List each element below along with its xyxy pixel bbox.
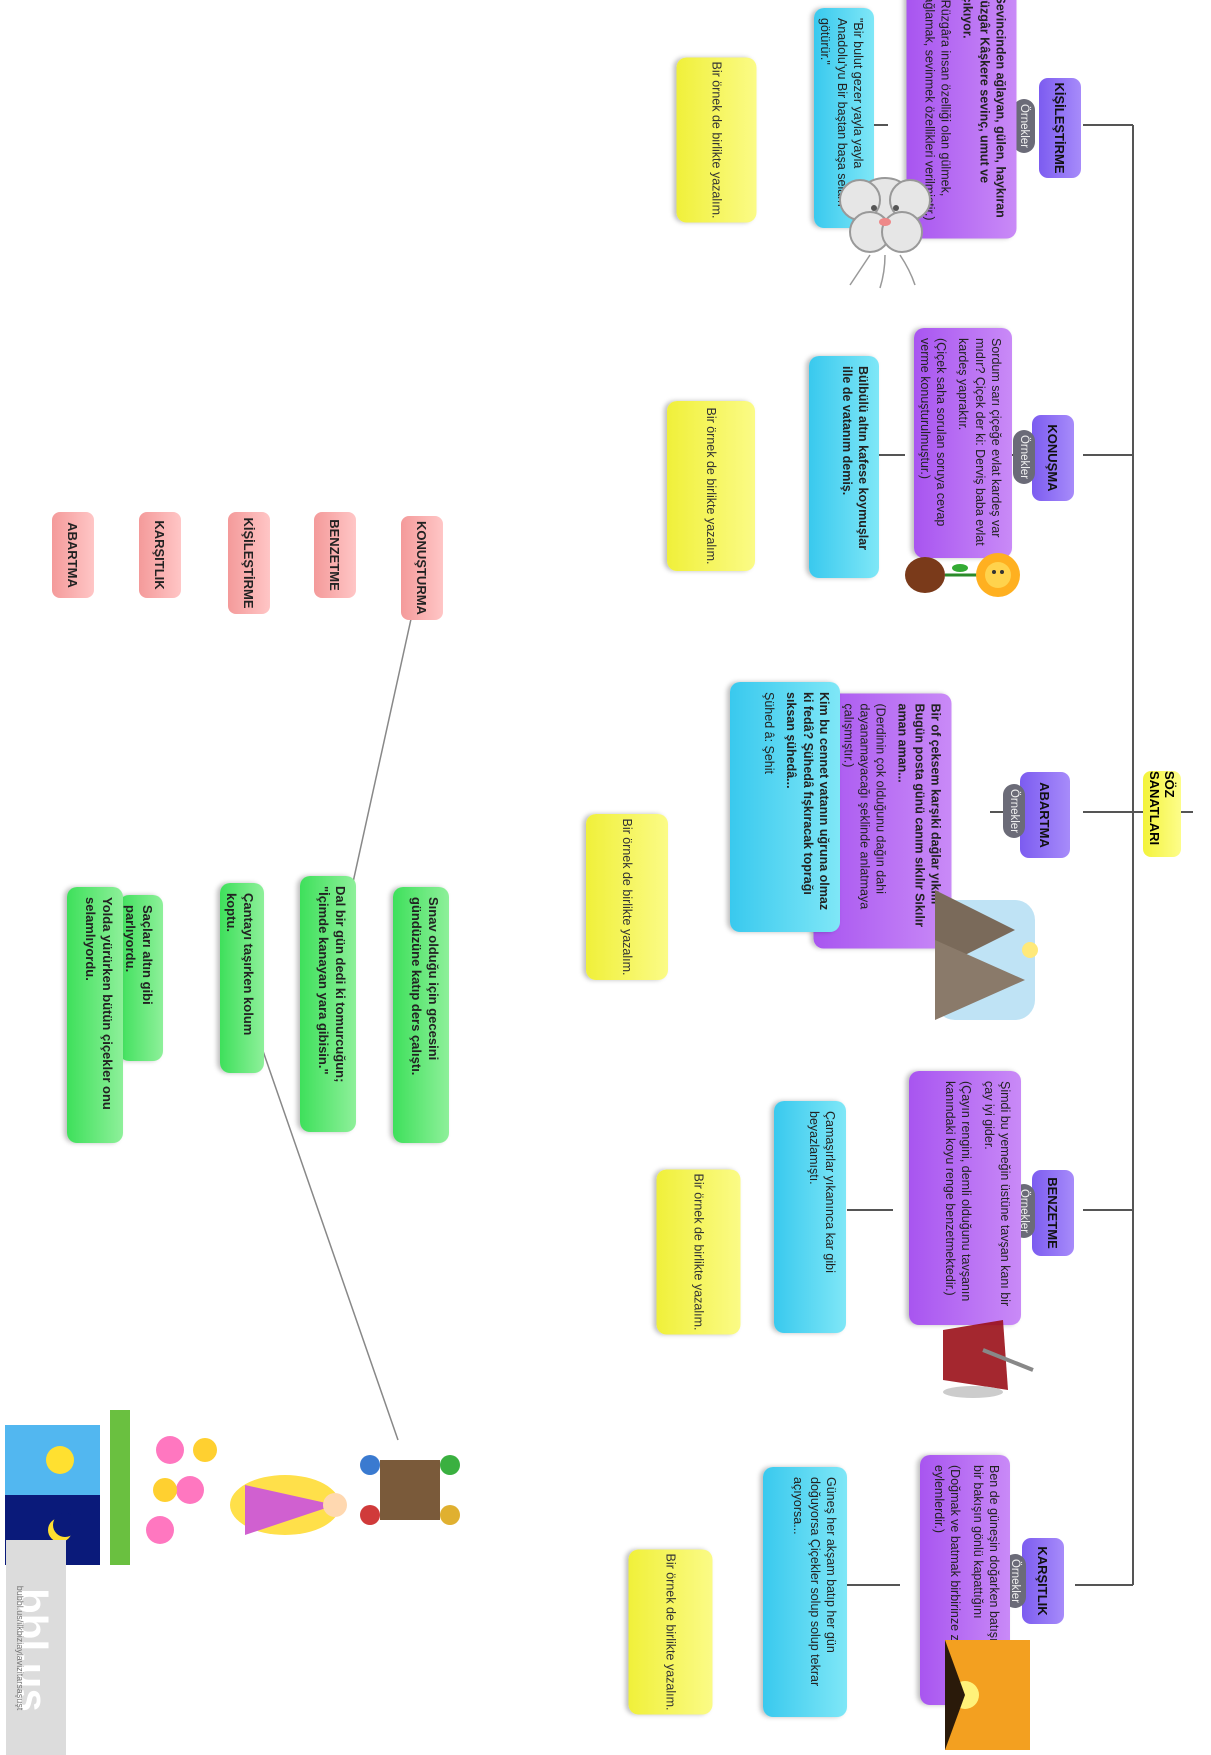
category-benzetme[interactable]: BENZETME <box>1032 1170 1074 1256</box>
sentence-card[interactable]: Çantayı taşırken kolum koptu. <box>220 883 264 1073</box>
example-text: Sordum sarı çiçeğe evlat kardeş var mıdı… <box>956 338 1004 546</box>
example-purple-konusma: Sordum sarı çiçeğe evlat kardeş var mıdı… <box>914 328 1012 558</box>
sentence-text: Yolda yürürken bütün çiçekler onu selaml… <box>83 897 115 1110</box>
flowers-illustration <box>110 1410 217 1565</box>
example-blue-abartma: Kim bu cennet vatanın uğruna olmaz ki fe… <box>730 682 840 932</box>
cloud-illustration <box>839 177 931 289</box>
category-karsitlik[interactable]: KARŞITLIK <box>1022 1538 1064 1624</box>
example-text: Güneş her akşam batıp her gün doğuyorsa … <box>791 1477 839 1687</box>
sentence-text: Çantayı taşırken kolum koptu. <box>224 893 256 1036</box>
examples-pill[interactable]: Örnekler <box>1013 430 1035 484</box>
mountains-illustration <box>935 890 1038 1020</box>
exercise-yellow-karsitlik[interactable]: Bir örnek de birlikte yazalım. <box>628 1549 713 1715</box>
sentence-card[interactable]: Sınav olduğu için gecesini gündüzüne kat… <box>393 887 449 1143</box>
examples-pill[interactable]: Örnekler <box>1003 784 1025 838</box>
sentence-text: Dal bir gün dedi ki tomurcuğun; "İçimde … <box>316 886 348 1083</box>
day-night-illustration <box>5 1425 100 1565</box>
sentence-card[interactable]: Saçları altın gibi parlıyordu. <box>119 895 163 1061</box>
match-option-karsitlik[interactable]: KARŞITLIK <box>139 512 181 598</box>
sentence-text: Saçları altın gibi parlıyordu. <box>123 905 155 1005</box>
watermark-logo: bbl.us <box>2 1550 62 1750</box>
pill-label: Örnekler <box>1018 103 1030 149</box>
example-note: Şühed â: Şehit <box>762 692 777 775</box>
exercise-label: Bir örnek de birlikte yazalım. <box>704 407 718 565</box>
category-konusma[interactable]: KONUŞMA <box>1032 415 1074 501</box>
students-illustration <box>360 1455 460 1525</box>
exercise-label: Bir örnek de birlikte yazalım. <box>709 61 724 219</box>
match-option-benzetme[interactable]: BENZETME <box>314 512 356 598</box>
pill-label: Örnekler <box>1008 788 1020 834</box>
example-text: Şimdi bu yemeğin üstüne tavşan kanı bir … <box>981 1081 1012 1307</box>
option-label: ABARTMA <box>65 522 81 588</box>
example-note: (Çiçek saha sorulan soruya cevap verme k… <box>918 338 949 527</box>
match-option-kisilestirme[interactable]: KİŞİLEŞTİRME <box>228 512 270 614</box>
sentence-card[interactable]: Yolda yürürken bütün çiçekler onu selaml… <box>67 887 123 1143</box>
exercise-label: Bir örnek de birlikte yazalım. <box>691 1173 706 1331</box>
exercise-label: Bir örnek de birlikte yazalım. <box>620 818 634 976</box>
match-option-konusturma[interactable]: KONUŞTURMA <box>401 516 443 620</box>
option-label: KİŞİLEŞTİRME <box>241 517 257 609</box>
watermark <box>6 1540 66 1755</box>
option-label: KONUŞTURMA <box>414 521 430 615</box>
sentence-card[interactable]: Dal bir gün dedi ki tomurcuğun; "İçimde … <box>300 876 356 1132</box>
exercise-yellow-benzetme[interactable]: Bir örnek de birlikte yazalım. <box>656 1169 741 1335</box>
pill-label: Örnekler <box>1018 434 1030 480</box>
match-option-abartma[interactable]: ABARTMA <box>52 512 94 598</box>
category-label: KARŞITLIK <box>1035 1546 1051 1616</box>
exercise-yellow-konusma[interactable]: Bir örnek de birlikte yazalım. <box>667 401 755 571</box>
watermark-subtext: bubbl.us/ilkbiziaylavizitarsaşuşt <box>12 1548 28 1748</box>
example-purple-benzetme: Şimdi bu yemeğin üstüne tavşan kanı bir … <box>909 1071 1021 1325</box>
category-label: KONUŞMA <box>1045 424 1061 492</box>
category-kisilestirme[interactable]: KİŞİLEŞTİRME <box>1039 78 1081 178</box>
root-node[interactable]: SÖZ SANATLARI <box>1143 771 1181 857</box>
watermark-subtext-label: bubbl.us/ilkbiziaylavizitarsaşuşt <box>15 1585 25 1711</box>
example-text: Bülbülü altın kafese koymuşlar ille de v… <box>839 366 870 551</box>
exercise-yellow-kisilestirme[interactable]: Bir örnek de birlikte yazalım. <box>676 57 757 223</box>
example-text: Kim bu cennet vatanın uğruna olmaz ki fe… <box>784 692 832 911</box>
option-label: BENZETME <box>327 519 343 591</box>
category-abartma[interactable]: ABARTMA <box>1020 772 1070 858</box>
tea-glass-illustration <box>943 1320 1034 1398</box>
example-blue-benzetme: Çamaşırlar yıkanınca kar gibi beyazlamış… <box>774 1101 846 1333</box>
example-blue-konusma: Bülbülü altın kafese koymuşlar ille de v… <box>809 356 879 578</box>
example-note: (Çayın rengini, demli olduğunu tavşanın … <box>943 1081 974 1302</box>
category-label: KİŞİLEŞTİRME <box>1052 82 1068 174</box>
exercise-yellow-abartma[interactable]: Bir örnek de birlikte yazalım. <box>586 814 668 980</box>
category-label: BENZETME <box>1045 1177 1061 1249</box>
category-label: ABARTMA <box>1037 782 1053 848</box>
pill-label: Örnekler <box>1009 1558 1021 1604</box>
sunset-illustration <box>945 1640 1030 1750</box>
example-blue-karsitlik: Güneş her akşam batıp her gün doğuyorsa … <box>763 1467 847 1717</box>
girl-illustration <box>230 1475 347 1535</box>
example-text: Sevincinden ağlayan, gülen, haykıran rüz… <box>961 0 1008 218</box>
example-note: (Derdinin çok olduğunu dağın dahi dayana… <box>841 703 888 910</box>
root-label: SÖZ SANATLARI <box>1147 771 1177 846</box>
sentence-text: Sınav olduğu için gecesini gündüzüne kat… <box>409 897 441 1076</box>
example-text: Çamaşırlar yıkanınca kar gibi beyazlamış… <box>806 1111 837 1273</box>
exercise-label: Bir örnek de birlikte yazalım. <box>663 1553 678 1711</box>
option-label: KARŞITLIK <box>152 520 168 590</box>
flower-pot-illustration <box>905 553 1020 597</box>
